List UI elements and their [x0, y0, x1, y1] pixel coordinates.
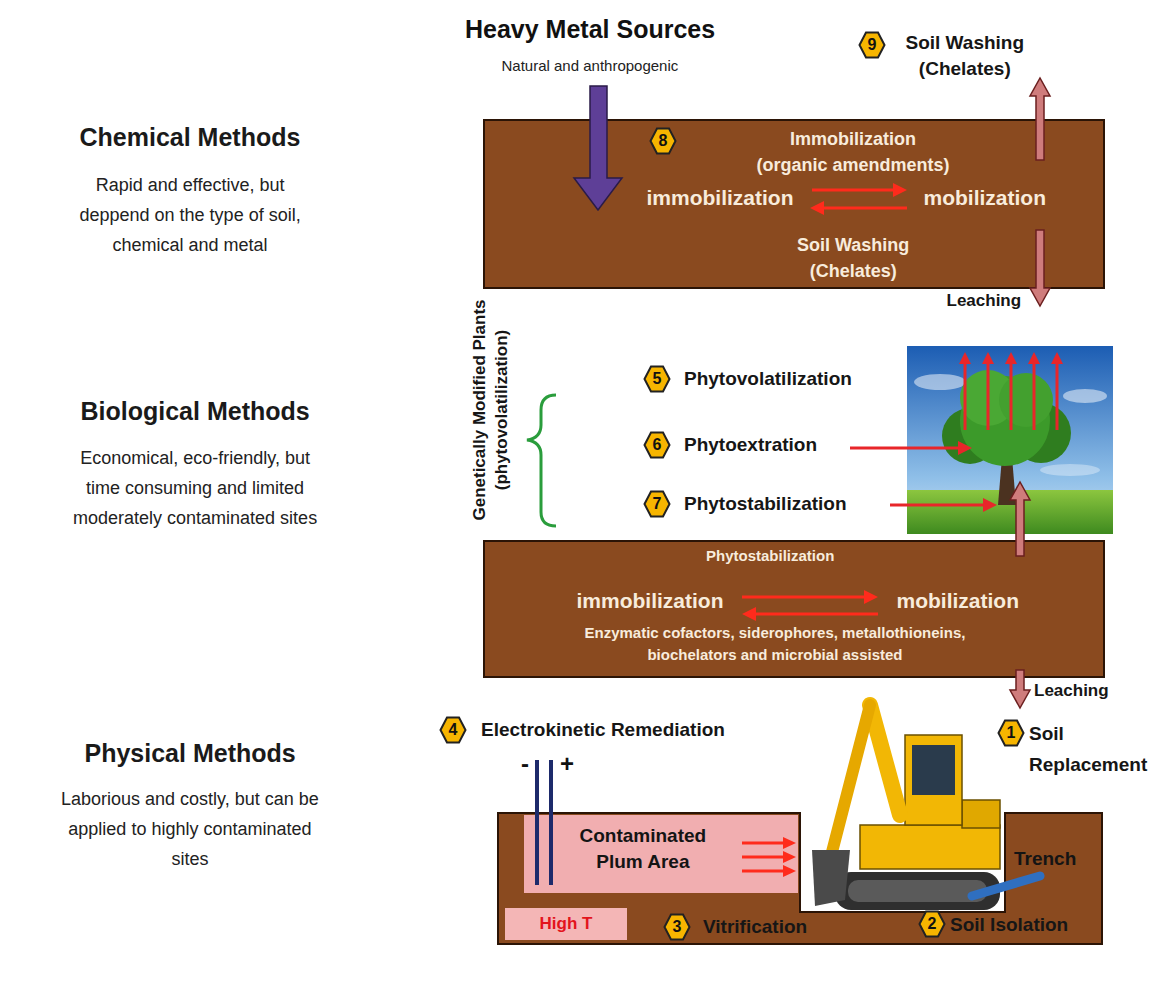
method-label: Phytostabilization	[684, 491, 847, 516]
node-text: Trench	[1014, 846, 1076, 871]
section-note: Laborious and costly, but can be applied…	[61, 784, 319, 874]
soil-layer: Immobilization (organic amendments) immob…	[483, 119, 1105, 289]
node-text: Phytostabilization	[706, 546, 834, 566]
flow-label: Leaching	[947, 291, 1022, 311]
callout-number: 7	[643, 490, 671, 518]
node-text: High T	[540, 914, 593, 934]
callout-number: 2	[918, 910, 946, 938]
section-note: Rapid and effective, but deppend on the …	[80, 170, 301, 260]
node-text: Soil Washing (Chelates)	[797, 232, 909, 284]
node-text: immobilization	[577, 588, 724, 614]
callout-number: 8	[649, 127, 677, 155]
node-text: Immobilization (organic amendments)	[757, 126, 950, 178]
plume-area: Contaminated Plum Area	[524, 815, 798, 893]
section-note: Economical, eco-friendly, but time consu…	[73, 443, 317, 533]
node-text: immobilization	[647, 185, 794, 211]
callout-number: 3	[663, 913, 691, 941]
callout-number: 6	[643, 431, 671, 459]
method-label: Phytoextration	[684, 432, 817, 457]
section-heading: Chemical Methods	[80, 122, 301, 152]
node-text: Enzymatic cofactors, siderophores, metal…	[585, 622, 966, 666]
pole-sign: -	[521, 752, 529, 776]
pole-sign: +	[560, 752, 574, 776]
heading: Heavy Metal Sources	[465, 14, 715, 44]
callout-number: 1	[997, 719, 1025, 747]
flow-label: Leaching	[1034, 681, 1109, 701]
node-text: mobilization	[897, 588, 1020, 614]
method-label: Soil Replacement	[1029, 718, 1147, 780]
method-label: Electrokinetic Remediation	[481, 717, 725, 742]
bracket-label: Genetically Modified Plants (phytovolati…	[468, 299, 512, 520]
method-label: Phytovolatilization	[684, 366, 852, 391]
section-heading: Physical Methods	[85, 738, 296, 768]
callout-number: 9	[858, 31, 886, 59]
method-label: Vitrification	[703, 914, 807, 939]
heat-zone: High T	[505, 908, 627, 940]
section-heading: Biological Methods	[81, 396, 310, 426]
callout-number: 5	[643, 365, 671, 393]
subheading: Natural and anthropogenic	[502, 57, 679, 75]
soil-layer: Phytostabilization immobilization mobiliza…	[483, 540, 1105, 678]
node-text: mobilization	[924, 185, 1047, 211]
node-text: Contaminated Plum Area	[580, 823, 707, 875]
callout-number: 4	[439, 716, 467, 744]
method-label: Soil Washing (Chelates)	[906, 30, 1025, 82]
method-label: Soil Isolation	[950, 912, 1068, 937]
